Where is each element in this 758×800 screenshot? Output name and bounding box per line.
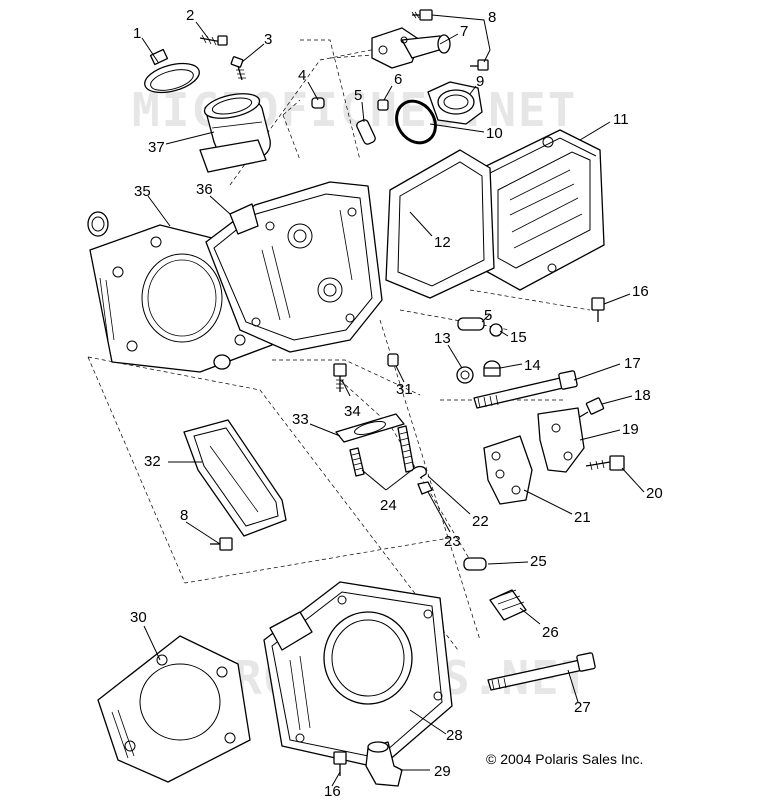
bolt-18	[577, 397, 605, 419]
thermostat-housing	[427, 81, 483, 125]
bolt-8-top	[411, 9, 433, 21]
o-ring	[395, 99, 437, 145]
seal-ring-35	[87, 211, 109, 237]
callout-21: 21	[574, 509, 591, 526]
dowel-pin-5-lower	[457, 317, 485, 331]
callout-5-upper: 5	[354, 87, 362, 104]
callout-28: 28	[446, 727, 463, 744]
callout-2: 2	[186, 7, 194, 24]
base-gasket	[97, 635, 251, 783]
callout-6: 6	[394, 71, 402, 88]
cylinder	[263, 581, 453, 769]
callout-25: 25	[530, 553, 547, 570]
plug-6	[377, 99, 389, 111]
bolt-16-lower	[333, 751, 347, 776]
plug-near-gasket	[213, 354, 231, 370]
head-bolt-17	[473, 370, 578, 409]
callout-13: 13	[434, 330, 451, 347]
cylinder-head	[205, 181, 383, 353]
stud-24-left	[349, 447, 365, 477]
callout-12: 12	[434, 234, 451, 251]
callout-36: 36	[196, 181, 213, 198]
callout-14: 14	[524, 357, 541, 374]
callout-19: 19	[622, 421, 639, 438]
callout-29: 29	[434, 763, 451, 780]
callout-17: 17	[624, 355, 641, 372]
bolt-16-upper	[591, 297, 605, 322]
dowel-pin-5-upper	[356, 119, 376, 145]
callout-37: 37	[148, 139, 165, 156]
callout-4: 4	[298, 67, 306, 84]
assembly-guide-lines	[87, 39, 591, 651]
valve-cover-gasket	[385, 149, 495, 299]
bolt-8-mid	[470, 59, 489, 71]
callout-7: 7	[460, 23, 468, 40]
valve-cover	[477, 129, 605, 291]
callout-20: 20	[646, 485, 663, 502]
callout-26: 26	[542, 624, 559, 641]
callout-16-lower: 16	[324, 783, 341, 800]
dowel-pin-4	[311, 97, 325, 109]
nut-23	[417, 481, 433, 495]
callout-9: 9	[476, 73, 484, 90]
hose-clamp	[144, 48, 200, 94]
bracket-21	[483, 435, 533, 505]
callout-31: 31	[396, 381, 413, 398]
callout-33: 33	[292, 411, 309, 428]
plug-14	[483, 360, 501, 377]
callout-8-upper: 8	[488, 9, 496, 26]
callout-35: 35	[134, 183, 151, 200]
bracket-19	[537, 407, 585, 473]
dowel-pin-25	[463, 557, 487, 571]
intake-boot	[199, 93, 271, 173]
callout-34: 34	[344, 403, 361, 420]
washer-13	[456, 366, 474, 384]
fitting-26	[489, 589, 527, 621]
screw-2	[199, 34, 228, 46]
callout-5-lower: 5	[484, 307, 492, 324]
callout-18: 18	[634, 387, 651, 404]
callout-11: 11	[613, 111, 629, 128]
callout-15: 15	[510, 329, 527, 346]
dowel-pin-31	[387, 353, 399, 367]
stud-24-right	[397, 425, 415, 473]
callout-32: 32	[144, 453, 161, 470]
water-elbow-29	[365, 741, 403, 787]
head-bolt-27	[487, 652, 596, 691]
callout-3: 3	[264, 31, 272, 48]
callout-24: 24	[380, 497, 397, 514]
callout-numbers: 1 2 3 4 5 6 7 8 9 10 11 12 13 14 15 16 1…	[130, 7, 663, 800]
callout-8-lower: 8	[180, 507, 188, 524]
leader-lines	[141, 14, 645, 787]
lower-valve-cover	[183, 419, 287, 537]
gasket-33	[335, 413, 405, 443]
callout-23: 23	[444, 533, 461, 550]
plug-15	[489, 323, 503, 337]
callout-27: 27	[574, 699, 591, 716]
water-outlet-elbow	[371, 27, 451, 69]
callout-1: 1	[133, 25, 141, 42]
bolt-34	[333, 363, 347, 392]
copyright-notice: © 2004 Polaris Sales Inc.	[486, 751, 643, 767]
callout-22: 22	[472, 513, 489, 530]
callout-16-upper: 16	[632, 283, 649, 300]
callout-30: 30	[130, 609, 147, 626]
bolt-20	[585, 455, 625, 471]
clip-22	[411, 465, 427, 479]
bolt-3	[230, 56, 246, 81]
callout-10: 10	[486, 125, 503, 142]
